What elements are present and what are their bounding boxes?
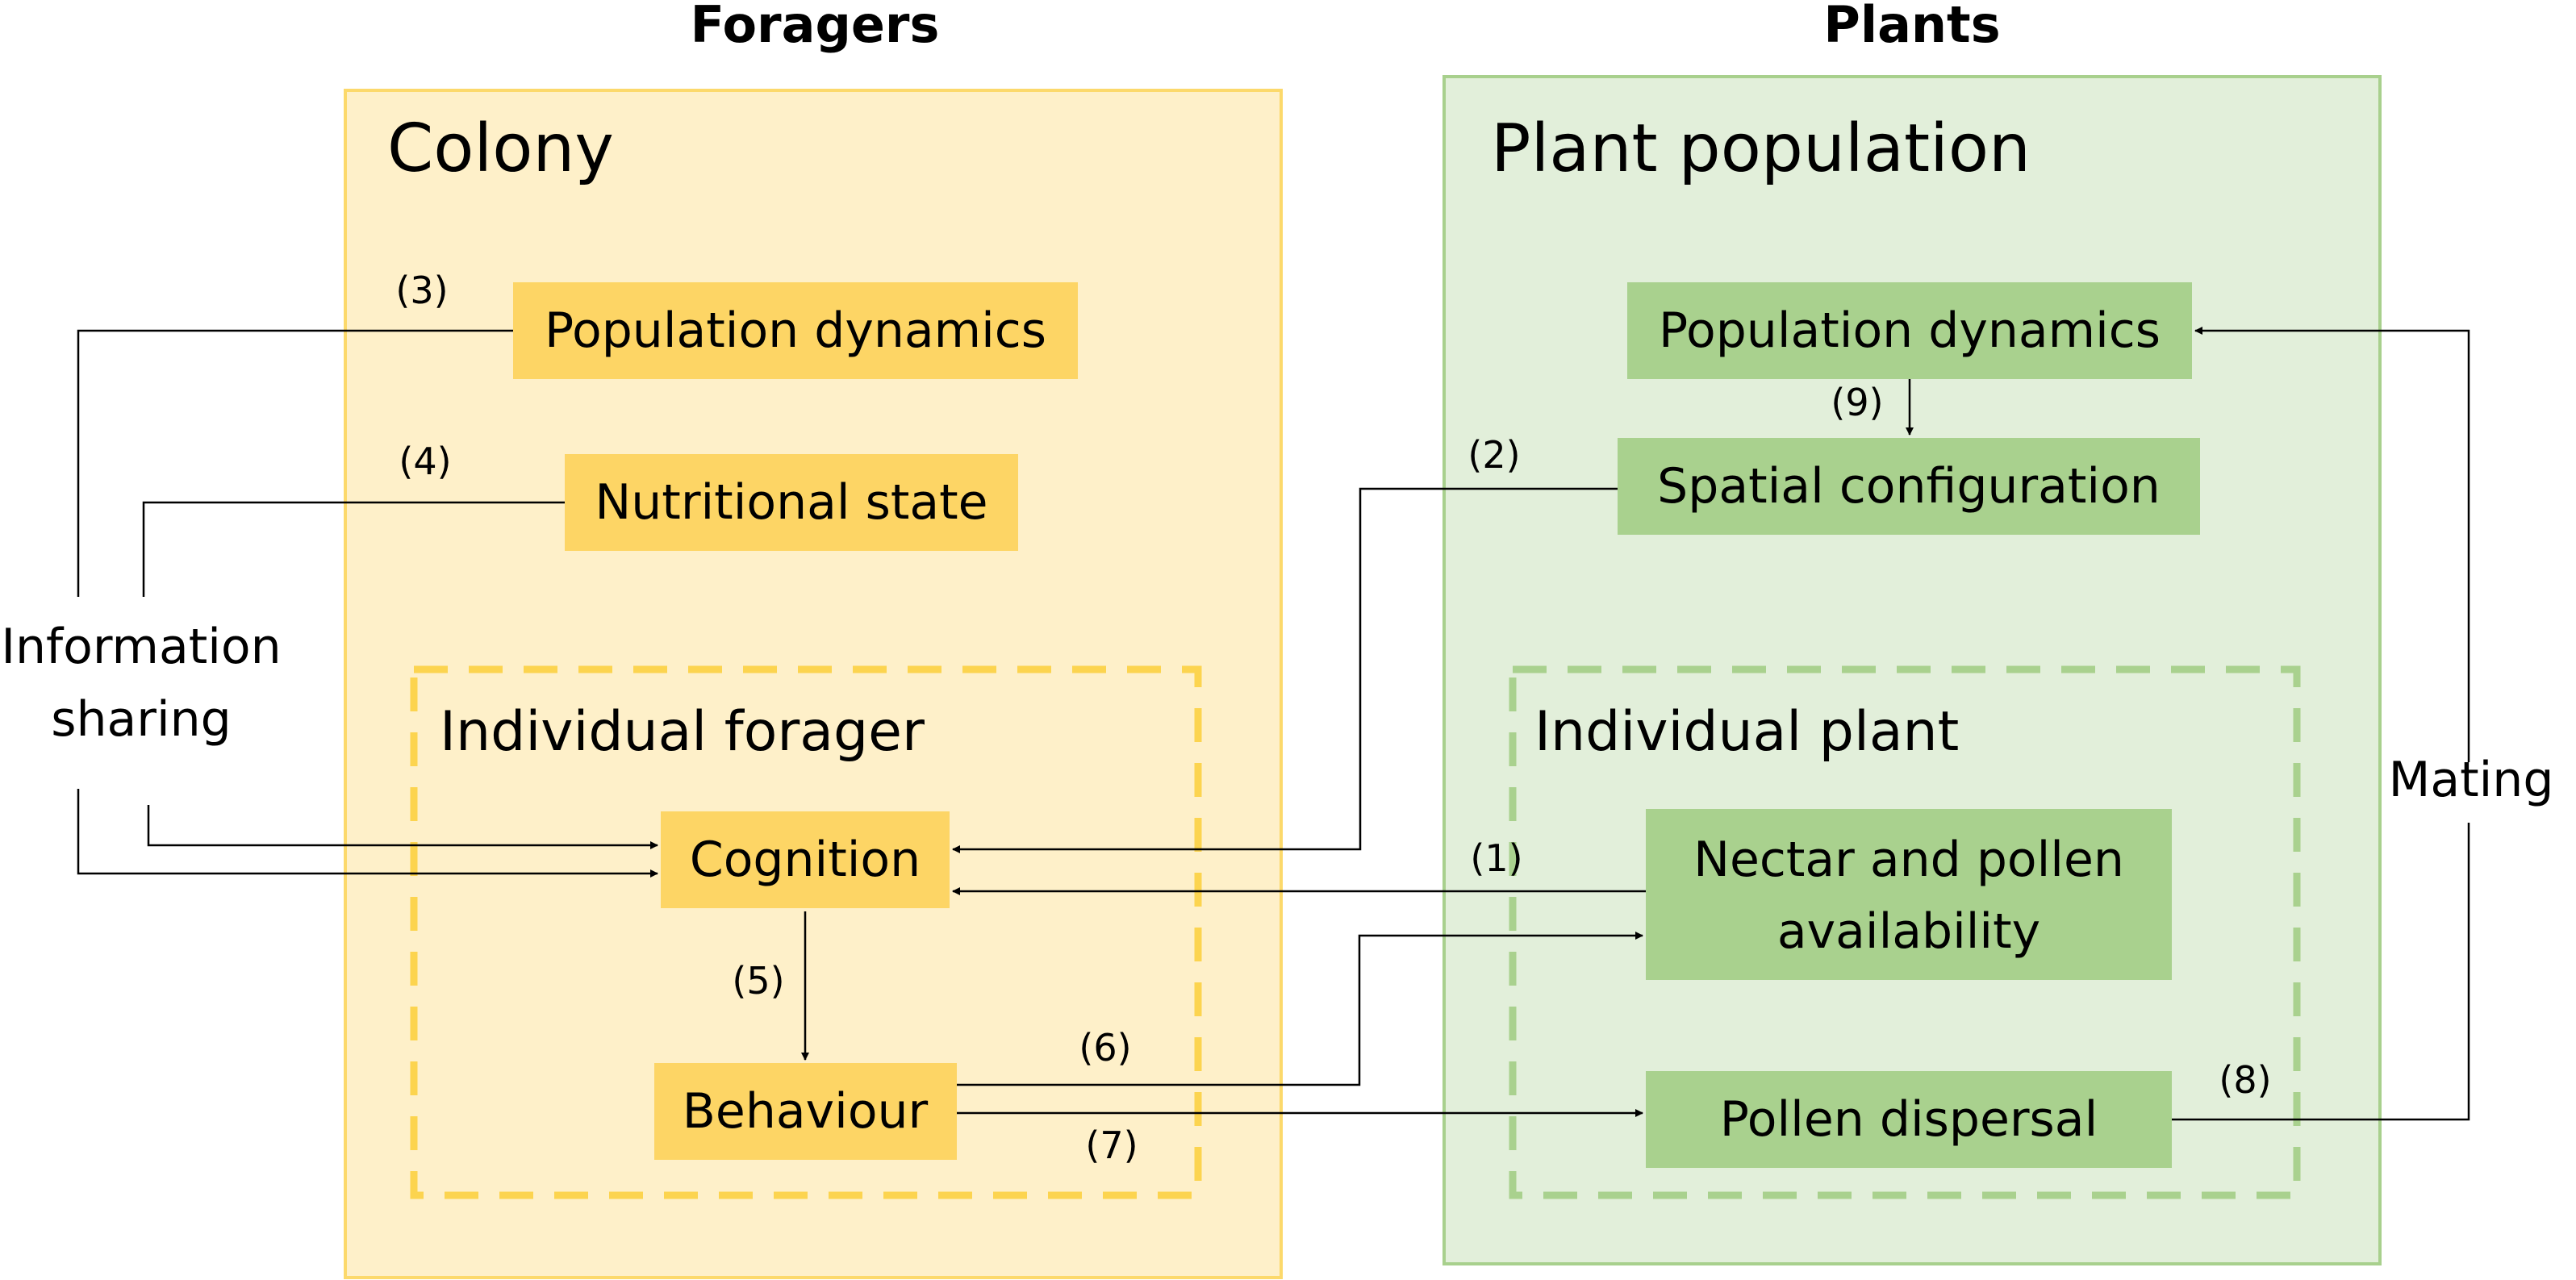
link-number-5: (5) [732, 959, 784, 1003]
link-3-line [77, 329, 513, 597]
pollen-dispersal-box [1646, 1071, 2172, 1168]
link-number-8: (8) [2219, 1058, 2271, 1102]
info-sharing-to-cognition-arrow-a [147, 805, 658, 849]
behaviour-box [654, 1063, 957, 1160]
link-number-6: (6) [1079, 1026, 1131, 1069]
mating-label: Mating [2389, 752, 2554, 808]
link-number-7: (7) [1085, 1124, 1138, 1167]
mating-to-population-arrow [2194, 327, 2470, 762]
nectar-pollen-label-line1: Nectar and pollen [1693, 832, 2124, 888]
link-number-2: (2) [1468, 433, 1520, 477]
plant-population-title: Plant population [1491, 110, 2031, 187]
individual-plant-region [1509, 665, 2301, 1199]
colony-title: Colony [387, 110, 614, 187]
spatial-configuration-label: Spatial configuration [1657, 458, 2161, 515]
information-sharing-label-line1: Information [1, 619, 281, 675]
link-number-4: (4) [399, 440, 451, 483]
cognition-box [661, 811, 950, 908]
colony-population-dynamics-box [513, 282, 1078, 379]
link-number-3: (3) [395, 269, 448, 312]
individual-plant-title: Individual plant [1534, 700, 1959, 764]
link-6-arrow [957, 932, 1643, 1086]
pollen-dispersal-label: Pollen dispersal [1720, 1091, 2098, 1148]
info-sharing-to-cognition-arrow-b [77, 789, 658, 878]
nectar-pollen-label-line2: availability [1777, 903, 2040, 960]
nutritional-state-label: Nutritional state [595, 474, 987, 531]
information-sharing-label-line2: sharing [51, 691, 232, 748]
cognition-label: Cognition [690, 832, 921, 888]
link-8-line [2172, 823, 2470, 1121]
foragers-header: Foragers [691, 0, 940, 54]
nutritional-state-box [565, 454, 1018, 551]
behaviour-label: Behaviour [683, 1083, 929, 1140]
link-number-9: (9) [1831, 381, 1883, 424]
individual-forager-region [410, 665, 1202, 1199]
plants-header: Plants [1823, 0, 2000, 54]
link-4-line [142, 501, 565, 597]
link-2-arrow [952, 487, 1618, 853]
link-number-1: (1) [1470, 836, 1522, 880]
plant-population-dynamics-label: Population dynamics [1659, 302, 2161, 359]
nectar-pollen-box [1646, 809, 2172, 980]
individual-forager-title: Individual forager [440, 700, 925, 764]
spatial-configuration-box [1618, 438, 2200, 535]
plant-population-dynamics-box [1627, 282, 2192, 379]
colony-population-dynamics-label: Population dynamics [545, 302, 1046, 359]
